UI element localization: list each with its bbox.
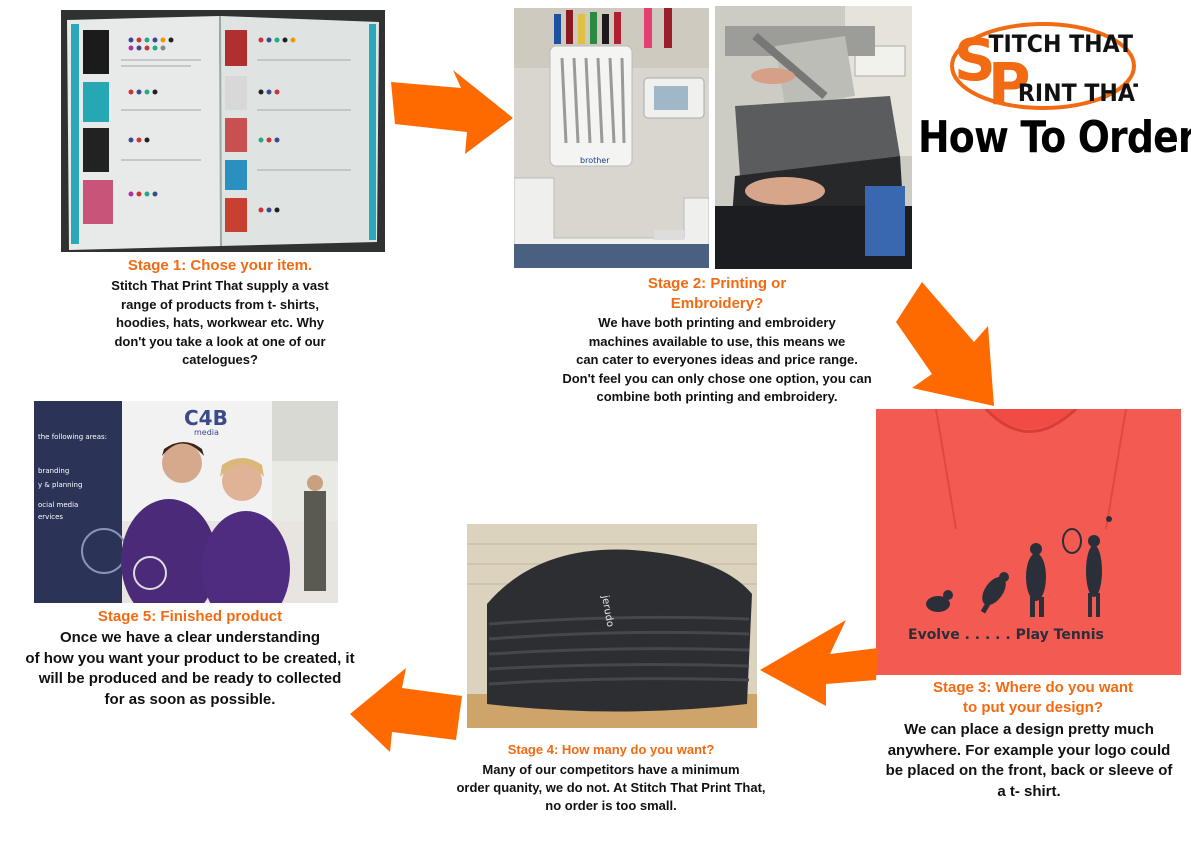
logo-letter-p: P <box>988 50 1031 113</box>
stage-4-description: Many of our competitors have a minimum o… <box>456 762 766 813</box>
finished-product-photo: C4B media the following areas: branding … <box>34 401 338 603</box>
stage-2-title: Stage 2: Printing or Embroidery? <box>647 275 787 312</box>
machine-brand: brother <box>580 156 610 165</box>
banner-line-4: ervices <box>38 513 63 521</box>
banner-line-3: ocial media <box>38 501 78 509</box>
logo-line-2: RINT THAT <box>1018 80 1138 107</box>
stage-2-description: We have both printing and embroidery mac… <box>562 315 872 404</box>
folded-garments-photo: jerudo <box>467 524 757 728</box>
page-title: How To Order <box>918 112 1191 163</box>
arrow-down-left-icon <box>760 620 878 706</box>
arrow-right-icon <box>391 70 513 154</box>
tshirt-photo: Evolve . . . . . Play Tennis <box>876 409 1181 675</box>
stage-5-description: Once we have a clear understanding of ho… <box>25 629 355 708</box>
banner-brand: C4B <box>184 406 228 430</box>
arrow-left-icon <box>350 668 462 752</box>
banner-line-1: branding <box>38 467 69 475</box>
stage-3-title: Stage 3: Where do you want to put your d… <box>932 679 1134 716</box>
logo-line-1: TITCH THAT <box>988 31 1133 58</box>
embroidery-machine-photo: brother <box>514 8 709 268</box>
banner-sub: media <box>194 428 219 437</box>
company-logo: S P TITCH THAT RINT THAT <box>948 18 1149 118</box>
stage-5-title: Stage 5: Finished product <box>97 608 283 625</box>
stage-3-description: We can place a design pretty much anywhe… <box>885 721 1173 800</box>
catalogue-photo <box>61 10 385 252</box>
banner-line-0: the following areas: <box>38 433 107 441</box>
stage-1-title: Stage 1: Chose your item. <box>127 257 313 274</box>
tshirt-print-text: Evolve . . . . . Play Tennis <box>908 627 1104 643</box>
heat-press-photo <box>715 6 912 269</box>
arrow-down-right-icon <box>896 282 994 406</box>
banner-line-2: y & planning <box>38 481 82 489</box>
logo-letter-s: S <box>954 26 996 94</box>
stage-1-description: Stitch That Print That supply a vast ran… <box>111 278 329 367</box>
stage-4-title: Stage 4: How many do you want? <box>507 742 715 757</box>
